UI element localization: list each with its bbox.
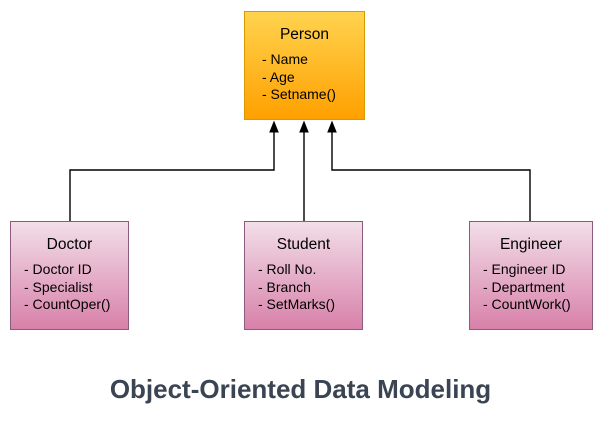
class-attribute: - Branch	[258, 278, 311, 295]
class-attribute: - Engineer ID	[483, 261, 566, 277]
arrowhead-engineer-icon	[327, 120, 337, 133]
class-attribute: - Age	[262, 68, 295, 85]
class-name-person: Person	[279, 26, 330, 43]
class-name-doctor: Doctor	[46, 236, 93, 253]
class-attributes-doctor: - Doctor ID - Specialist - CountOper()	[11, 261, 128, 314]
class-box-doctor: Doctor - Doctor ID - Specialist - CountO…	[10, 221, 129, 330]
class-attribute: - Name	[262, 51, 308, 67]
class-attribute: - Specialist	[24, 278, 93, 295]
arrowhead-doctor-icon	[269, 120, 279, 133]
class-box-engineer: Engineer - Engineer ID - Department - Co…	[469, 221, 593, 330]
class-attribute: - Setname()	[262, 86, 336, 102]
class-attributes-student: - Roll No. - Branch - SetMarks()	[245, 261, 362, 314]
connector-doctor-to-person	[69, 131, 275, 221]
class-box-person: Person - Name - Age - Setname()	[244, 11, 365, 120]
class-attribute: - Doctor ID	[24, 261, 92, 277]
class-attribute: - CountWork()	[483, 296, 571, 312]
class-attributes-engineer: - Engineer ID - Department - CountWork()	[470, 261, 592, 314]
class-attribute: - Department	[483, 278, 565, 295]
class-attributes-person: - Name - Age - Setname()	[245, 51, 364, 104]
class-attribute: - CountOper()	[24, 296, 111, 312]
connector-engineer-to-person	[331, 131, 531, 221]
class-name-student: Student	[276, 236, 331, 253]
class-attribute: - SetMarks()	[258, 296, 335, 312]
arrowhead-student-icon	[299, 120, 309, 133]
class-attribute: - Roll No.	[258, 261, 317, 277]
class-name-engineer: Engineer	[499, 236, 563, 253]
diagram-title: Object-Oriented Data Modeling	[109, 374, 492, 404]
class-box-student: Student - Roll No. - Branch - SetMarks()	[244, 221, 363, 330]
